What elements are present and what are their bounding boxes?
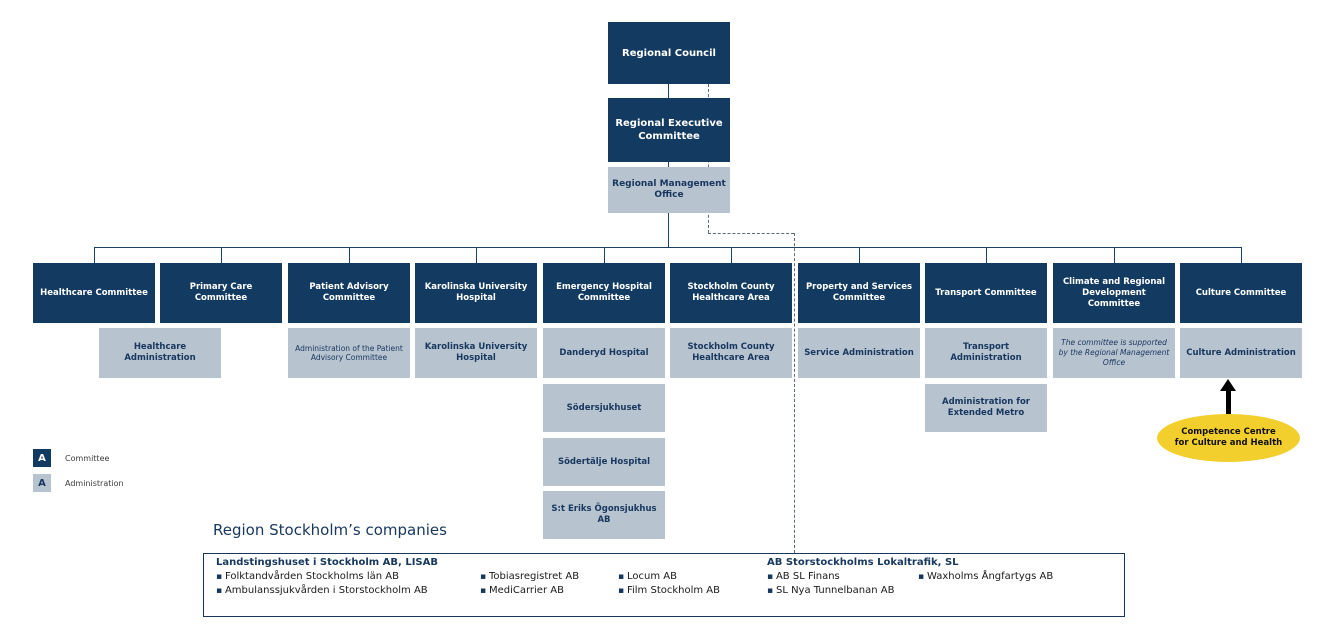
regional-executive-committee-box: Regional Executive Committee xyxy=(608,98,730,162)
administration-label: Karolinska University Hospital xyxy=(424,342,528,363)
committee-box-stockholm-county-healthcare: Stockholm County Healthcare Area xyxy=(670,263,792,323)
drop-tick xyxy=(1114,247,1115,263)
connector-office-row xyxy=(668,213,669,247)
drop-tick xyxy=(94,247,95,263)
companies-column-5: Waxholms Ångfartygs AB xyxy=(918,570,1053,584)
connector-executive-office xyxy=(668,162,669,167)
committee-box-climate-regional-development: Climate and Regional Development Committ… xyxy=(1053,263,1175,323)
committee-label: Emergency Hospital Committee xyxy=(556,282,652,303)
drop-tick xyxy=(731,247,732,263)
company-group-heading: Landstingshuset i Stockholm AB, LISAB xyxy=(216,557,438,568)
company-item: MediCarrier AB xyxy=(480,584,579,598)
committee-box-property-services: Property and Services Committee xyxy=(798,263,920,323)
administration-label: Service Administration xyxy=(804,347,914,358)
company-item: Waxholms Ångfartygs AB xyxy=(918,570,1053,584)
administration-label: Culture Administration xyxy=(1186,347,1296,358)
dashed-connector-elbow xyxy=(708,233,794,234)
connector-council-executive xyxy=(668,84,669,98)
legend-committee-label: Committee xyxy=(65,454,110,463)
regional-council-label: Regional Council xyxy=(622,47,716,59)
regional-council-box: Regional Council xyxy=(608,22,730,84)
committee-box-primary-care: Primary Care Committee xyxy=(160,263,282,323)
administration-box-culture: Culture Administration xyxy=(1180,328,1302,378)
drop-tick xyxy=(349,247,350,263)
competence-centre-label: Competence Centre for Culture and Health xyxy=(1174,427,1283,448)
companies-column-sl: AB Storstockholms Lokaltrafik, SL AB SL … xyxy=(767,556,959,598)
companies-column-lisab: Landstingshuset i Stockholm AB, LISAB Fo… xyxy=(216,556,438,598)
drop-tick xyxy=(476,247,477,263)
company-group-heading: AB Storstockholms Lokaltrafik, SL xyxy=(767,557,959,568)
administration-note-climate: The committee is supported by the Region… xyxy=(1053,328,1175,378)
administration-box-karolinska: Karolinska University Hospital xyxy=(415,328,537,378)
legend-administration-label: Administration xyxy=(65,479,124,488)
regional-management-office-label: Regional Management Office xyxy=(612,178,726,201)
administration-label: S:t Eriks Ögonsjukhus AB xyxy=(551,504,657,525)
committee-box-healthcare: Healthcare Committee xyxy=(33,263,155,323)
companies-column-3: Locum AB Film Stockholm AB xyxy=(618,570,720,598)
administration-box-danderyd: Danderyd Hospital xyxy=(543,328,665,378)
drop-tick xyxy=(604,247,605,263)
administration-box-healthcare: Healthcare Administration xyxy=(99,328,221,378)
drop-tick xyxy=(1241,247,1242,263)
company-item: SL Nya Tunnelbanan AB xyxy=(767,584,959,598)
regional-executive-committee-label: Regional Executive Committee xyxy=(615,118,723,142)
committee-row-connector xyxy=(94,247,1242,248)
administration-label: Södersjukhuset xyxy=(566,402,642,413)
legend-committee-swatch: A xyxy=(33,449,51,467)
committee-label: Stockholm County Healthcare Area xyxy=(687,282,775,303)
administration-box-stockholm-county-healthcare: Stockholm County Healthcare Area xyxy=(670,328,792,378)
administration-box-transport: Transport Administration xyxy=(925,328,1047,378)
administration-label: Healthcare Administration xyxy=(124,342,196,363)
companies-column-2: Tobiasregistret AB MediCarrier AB xyxy=(480,570,579,598)
administration-box-extended-metro: Administration for Extended Metro xyxy=(925,384,1047,432)
committee-label: Karolinska University Hospital xyxy=(424,282,528,303)
dashed-connector-to-companies xyxy=(794,233,795,553)
arrow-up-icon xyxy=(1220,379,1236,391)
administration-box-sodertalje: Södertälje Hospital xyxy=(543,438,665,486)
committee-label: Property and Services Committee xyxy=(805,282,913,303)
drop-tick xyxy=(221,247,222,263)
arrow-shaft xyxy=(1226,391,1231,431)
companies-title: Region Stockholm’s companies xyxy=(213,521,447,539)
competence-centre-ellipse: Competence Centre for Culture and Health xyxy=(1157,414,1300,462)
regional-management-office-box: Regional Management Office xyxy=(608,167,730,213)
committee-label: Primary Care Committee xyxy=(189,282,253,303)
administration-label: Stockholm County Healthcare Area xyxy=(687,342,775,363)
legend-symbol: A xyxy=(38,477,46,489)
drop-tick xyxy=(859,247,860,263)
company-item: AB SL Finans xyxy=(767,570,959,584)
company-item: Ambulanssjukvården i Storstockholm AB xyxy=(216,584,438,598)
committee-label: Patient Advisory Committee xyxy=(309,282,389,303)
committee-box-patient-advisory: Patient Advisory Committee xyxy=(288,263,410,323)
legend-administration-swatch: A xyxy=(33,474,51,492)
administration-box-st-eriks: S:t Eriks Ögonsjukhus AB xyxy=(543,491,665,539)
committee-label: Culture Committee xyxy=(1195,287,1287,298)
administration-box-patient-advisory: Administration of the Patient Advisory C… xyxy=(288,328,410,378)
administration-label: Södertälje Hospital xyxy=(557,456,651,467)
administration-label: Transport Administration xyxy=(950,342,1022,363)
legend-symbol: A xyxy=(38,452,46,464)
company-item: Tobiasregistret AB xyxy=(480,570,579,584)
administration-note-label: The committee is supported by the Region… xyxy=(1058,338,1170,367)
administration-label: Danderyd Hospital xyxy=(559,347,649,358)
administration-label: Administration for Extended Metro xyxy=(941,397,1030,418)
committee-label: Healthcare Committee xyxy=(40,287,148,298)
company-item: Film Stockholm AB xyxy=(618,584,720,598)
committee-box-karolinska: Karolinska University Hospital xyxy=(415,263,537,323)
committee-label: Transport Committee xyxy=(935,287,1037,298)
company-item: Locum AB xyxy=(618,570,720,584)
committee-box-culture: Culture Committee xyxy=(1180,263,1302,323)
committee-box-transport: Transport Committee xyxy=(925,263,1047,323)
drop-tick xyxy=(986,247,987,263)
administration-box-service: Service Administration xyxy=(798,328,920,378)
company-item: Folktandvården Stockholms län AB xyxy=(216,570,438,584)
administration-box-sodersjukhuset: Södersjukhuset xyxy=(543,384,665,432)
committee-box-emergency-hospital: Emergency Hospital Committee xyxy=(543,263,665,323)
administration-label: Administration of the Patient Advisory C… xyxy=(295,343,403,363)
committee-label: Climate and Regional Development Committ… xyxy=(1062,276,1166,309)
